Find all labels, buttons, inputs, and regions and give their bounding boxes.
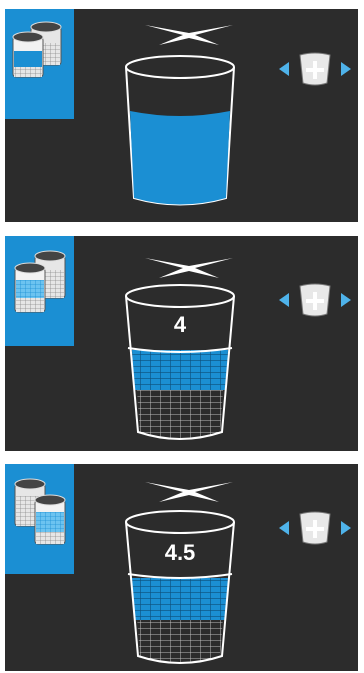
mode-tile-3[interactable]: [5, 464, 74, 574]
pulse-icon[interactable]: [275, 280, 355, 320]
mode-panel-2: 4: [5, 236, 358, 451]
blade-icon: [145, 478, 233, 504]
blender-jar: 4.5: [120, 508, 240, 670]
pulse-icon[interactable]: [275, 49, 355, 89]
liquid-fill: [132, 350, 228, 390]
mode-tile-1[interactable]: [5, 9, 74, 119]
level-readout: 4.5: [120, 540, 240, 566]
blender-jar: 4: [120, 282, 240, 448]
mode-tile-2[interactable]: [5, 236, 74, 346]
double-container-icon: [5, 236, 74, 326]
mode-panel-1: [5, 9, 358, 222]
double-container-icon: [5, 9, 74, 89]
mode-panel-3: 4.5: [5, 464, 358, 671]
blade-icon: [145, 254, 233, 280]
liquid-fill: [132, 578, 228, 620]
level-readout: 4: [120, 312, 240, 338]
blade-icon: [145, 21, 233, 47]
blender-jar: [120, 53, 240, 213]
liquid-fill: [130, 111, 230, 205]
double-container-icon: [5, 464, 74, 564]
pulse-icon[interactable]: [275, 508, 355, 548]
